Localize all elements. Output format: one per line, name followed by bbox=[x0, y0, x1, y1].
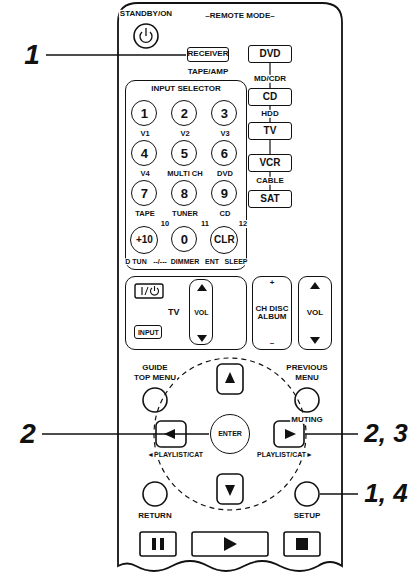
button-text: 2 bbox=[181, 107, 188, 121]
button-text: VCR bbox=[259, 158, 280, 169]
button-text: CLR bbox=[214, 235, 235, 246]
callout-number: 1, 4 bbox=[363, 480, 408, 507]
button-text: TV bbox=[264, 126, 277, 137]
button-text: SAT bbox=[260, 194, 279, 205]
number-button: 5 bbox=[171, 140, 197, 166]
button-label: DIMMER bbox=[170, 258, 200, 265]
button-label: DVD bbox=[216, 170, 234, 178]
number-button: 6 bbox=[211, 140, 237, 166]
button-text: 1 bbox=[141, 107, 148, 121]
button-label: PLAYLIST/CAT► bbox=[256, 451, 314, 458]
button-text: 5 bbox=[181, 147, 188, 161]
channel-rocker: + CH DISC ALBUM – bbox=[252, 276, 292, 350]
number-button: +10 bbox=[130, 226, 158, 254]
callout-number: 2 bbox=[19, 419, 37, 448]
mode-button: TV bbox=[248, 122, 292, 140]
enter-button: ENTER bbox=[210, 414, 250, 454]
volume-rocker: VOL bbox=[298, 276, 332, 350]
button-text: INPUT SELECTOR bbox=[151, 85, 221, 93]
button-label: –REMOTE MODE– bbox=[204, 12, 275, 20]
button-text: + bbox=[270, 279, 275, 287]
button-label: D TUN bbox=[124, 258, 147, 265]
button-label: ◄PLAYLIST/CAT bbox=[146, 451, 204, 458]
button-text: CH DISC ALBUM bbox=[254, 305, 290, 322]
button-text: 7 bbox=[141, 187, 148, 201]
volume-rocker: VOL bbox=[189, 279, 213, 345]
button-label: MULTI CH bbox=[166, 170, 203, 178]
button-text: ENTER bbox=[218, 430, 242, 437]
button-label: HDD bbox=[260, 110, 279, 118]
button-label: MENU bbox=[294, 374, 320, 382]
button-text: DVD bbox=[259, 49, 280, 60]
mode-button: SAT bbox=[248, 190, 292, 208]
tv-power-button bbox=[135, 284, 163, 298]
button-label: PREVIOUS bbox=[285, 364, 328, 372]
button-label: V1 bbox=[139, 130, 150, 138]
button-label: 12 bbox=[238, 220, 248, 228]
button-text: +10 bbox=[136, 235, 153, 246]
button-label: V2 bbox=[179, 130, 190, 138]
button-label: GUIDE bbox=[141, 364, 168, 372]
button-label: MUTING bbox=[290, 416, 324, 424]
rocker-arrows bbox=[197, 282, 320, 344]
button-text: 6 bbox=[221, 147, 228, 161]
button-label: TOP MENU bbox=[133, 374, 177, 382]
button-label: SETUP bbox=[293, 512, 322, 520]
number-button: 9 bbox=[211, 180, 237, 206]
remote-body bbox=[118, 3, 342, 571]
return-button bbox=[143, 482, 167, 506]
button-text: 4 bbox=[141, 147, 148, 161]
button-label: CD bbox=[219, 210, 232, 218]
button-text: 3 bbox=[221, 107, 228, 121]
button-label: TAPE bbox=[134, 210, 155, 218]
button-label: --/--- bbox=[152, 258, 168, 265]
number-button: 1 bbox=[131, 100, 157, 126]
mode-button: CD bbox=[248, 88, 292, 106]
button-label: RETURN bbox=[137, 512, 172, 520]
mode-button: VCR bbox=[248, 154, 292, 172]
mode-button: DVD bbox=[248, 45, 292, 63]
number-button: 0 bbox=[171, 226, 197, 252]
button-label: TAPE/AMP bbox=[187, 68, 230, 76]
button-text: 0 bbox=[181, 233, 188, 247]
button-label: V4 bbox=[139, 170, 150, 178]
button-text: 9 bbox=[221, 187, 228, 201]
button-label: STANDBY/ON bbox=[119, 10, 173, 18]
mode-bracket bbox=[269, 140, 270, 154]
leader-lines bbox=[42, 55, 358, 494]
callout-number: 1 bbox=[23, 40, 41, 69]
number-button: 4 bbox=[131, 140, 157, 166]
button-text: VOL bbox=[307, 309, 323, 317]
input-button: INPUT bbox=[134, 325, 162, 339]
button-text: CD bbox=[263, 92, 277, 103]
setup-button bbox=[295, 482, 319, 506]
number-button: 8 bbox=[171, 180, 197, 206]
callout-number: 2, 3 bbox=[363, 420, 408, 447]
button-label: 10 bbox=[160, 220, 170, 228]
standby-button bbox=[134, 24, 158, 48]
number-button: CLR bbox=[210, 226, 238, 254]
button-text: TV bbox=[168, 308, 180, 317]
button-text: INPUT bbox=[138, 329, 159, 336]
mode-button: RECEIVER bbox=[187, 47, 229, 62]
button-label: TUNER bbox=[171, 210, 199, 218]
number-button: 3 bbox=[211, 100, 237, 126]
button-label: CABLE bbox=[255, 177, 285, 185]
button-label: ENT bbox=[204, 258, 220, 265]
button-label: MD/CDR bbox=[253, 75, 287, 83]
transport-buttons bbox=[140, 532, 320, 556]
button-label: SLEEP bbox=[224, 258, 249, 265]
button-text: 8 bbox=[181, 187, 188, 201]
button-text: – bbox=[270, 339, 274, 347]
number-button: 2 bbox=[171, 100, 197, 126]
tv-control-panel: TV VOL INPUT bbox=[125, 276, 247, 350]
button-text: VOL bbox=[194, 309, 208, 316]
button-label: V3 bbox=[219, 130, 230, 138]
button-label: 11 bbox=[200, 220, 210, 228]
number-button: 7 bbox=[131, 180, 157, 206]
button-text: RECEIVER bbox=[188, 50, 229, 58]
guide-button bbox=[143, 388, 167, 412]
